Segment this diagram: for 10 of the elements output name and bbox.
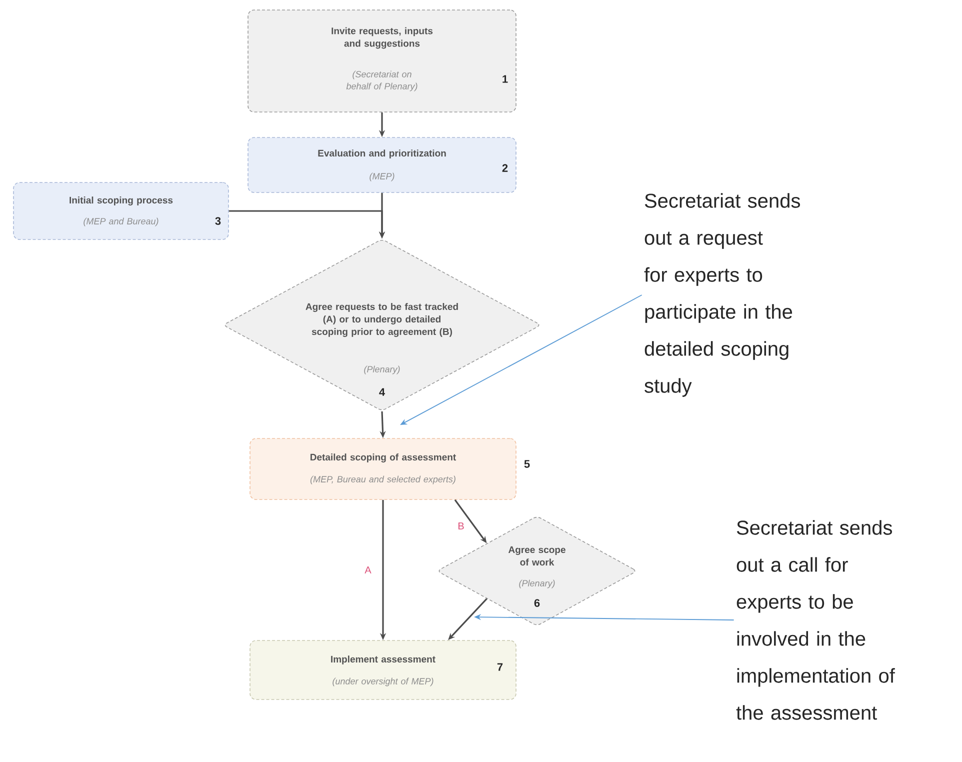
edge-label: B [456,522,466,530]
node-label: 5 [524,460,530,468]
process-box: Invite requests, inputs and suggestions (Secretariat on behalf of Plenary) 1 [248,10,516,112]
process-box: Detailed scoping of assessment (MEP, Bureau and selected experts) 5 [250,438,530,500]
note-text: Secretariat sends out a call for experts to be involved in the implementation of the assessment [736,520,895,720]
note-text: Secretariat sends out a request for experts to participate in the detailed scoping study [644,193,800,397]
process-box: Initial scoping process (MEP and Bureau) 3 [13,182,229,240]
edge-label: A [364,566,372,574]
process-box: Evaluation and prioritization (MEP) 2 [248,137,516,193]
process-box: Implement assessment (under oversight of MEP) 7 [250,640,516,700]
